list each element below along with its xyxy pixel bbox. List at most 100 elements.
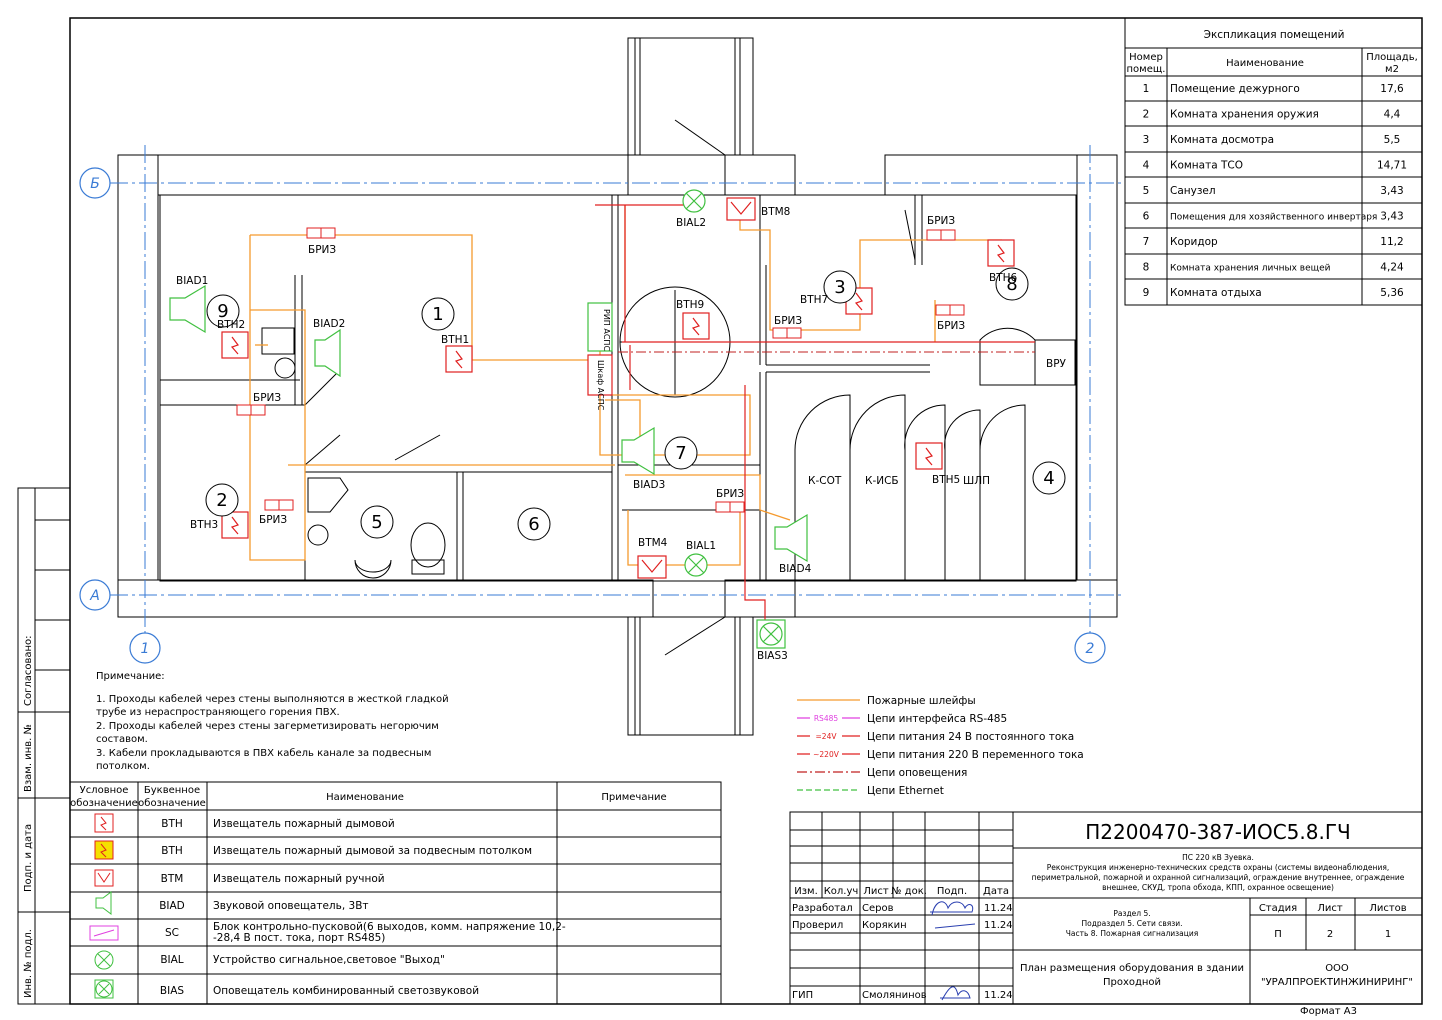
smoke-detector-btn5 bbox=[915, 442, 943, 470]
doc-code: П2200470-387-ИОС5.8.ГЧ bbox=[1085, 820, 1350, 844]
legend-tag-bg bbox=[810, 730, 842, 740]
explication-row-area: 3,43 bbox=[1380, 211, 1403, 223]
symtab-row-name: Извещатель пожарный ручной bbox=[213, 873, 385, 885]
signature-koryakin bbox=[934, 923, 976, 929]
label-vru: ВРУ bbox=[1046, 358, 1067, 370]
explication-table bbox=[1124, 17, 1423, 306]
explication-row-name: Комната ТСО bbox=[1170, 160, 1243, 172]
title-block bbox=[789, 811, 1423, 1005]
label-briz-3: БРИЗ bbox=[259, 514, 287, 526]
label-biad4: BIAD4 bbox=[779, 563, 812, 575]
legend-tag: =24V bbox=[816, 732, 838, 741]
stage-value: П bbox=[1274, 929, 1282, 940]
explication-row-number: 4 bbox=[1143, 160, 1150, 172]
rip-power-supply bbox=[587, 302, 613, 352]
note-3b: потолком. bbox=[96, 761, 150, 772]
symtab-row-code: BIAD bbox=[159, 900, 185, 912]
symtab-col-symbol-2: обозначение bbox=[70, 798, 138, 809]
smoke-detectors bbox=[221, 239, 1015, 539]
col-list: Лист bbox=[863, 886, 889, 897]
label-rip: РИП АСПС bbox=[602, 309, 611, 351]
signatures bbox=[930, 901, 976, 1001]
section-1: Раздел 5. bbox=[1113, 909, 1150, 918]
col-podp: Подп. bbox=[937, 886, 967, 897]
explication-col-number: Номер bbox=[1129, 52, 1163, 63]
object-line-3: периметральной, пожарной и охранной сигн… bbox=[1032, 873, 1405, 882]
legend-label: Цепи оповещения bbox=[867, 767, 967, 779]
explication-row-name: Коридор bbox=[1170, 236, 1218, 248]
note-1b: трубе из нераспространяющего горения ПВХ… bbox=[96, 707, 340, 718]
symtab-row-code: BTM bbox=[161, 873, 184, 885]
room-9-number: 9 bbox=[217, 301, 228, 322]
room-8-number: 8 bbox=[1006, 274, 1017, 295]
label-btm8: BTM8 bbox=[761, 206, 790, 218]
axis-bubbles bbox=[79, 167, 1106, 664]
legend-tag-bg bbox=[810, 748, 842, 758]
smoke-detector-btn6 bbox=[987, 239, 1015, 267]
date-2: 11.24 bbox=[984, 920, 1013, 931]
legend-label: Цепи Ethernet bbox=[867, 785, 944, 797]
title-block-text: П2200470-387-ИОС5.8.ГЧ ПС 220 кВ Зуевка.… bbox=[792, 820, 1413, 1017]
label-bial1: BIAL1 bbox=[686, 540, 716, 552]
symtab-smoke-ceiling-icon bbox=[94, 840, 114, 860]
side-inv: Инв. № подл. bbox=[23, 929, 34, 998]
legend-label: Цепи питания 24 В постоянного тока bbox=[867, 731, 1074, 743]
symtab-row-code: BTH bbox=[161, 845, 183, 857]
aps-cabinet bbox=[587, 354, 613, 396]
explication-row-area: 4,24 bbox=[1380, 262, 1404, 274]
label-btn2: BTH2 bbox=[217, 319, 245, 331]
col-doc: № док. bbox=[891, 886, 927, 897]
axis-1-label: 1 bbox=[141, 641, 150, 657]
explication-row-number: 8 bbox=[1143, 262, 1150, 274]
room-4-number: 4 bbox=[1043, 468, 1054, 489]
room-2-number: 2 bbox=[216, 490, 227, 511]
explication-row-name: Комната отдыха bbox=[1170, 287, 1262, 299]
explication-row-area: 5,5 bbox=[1384, 134, 1401, 146]
symtab-row-name: Блок контрольно-пусковой(6 выходов, комм… bbox=[213, 921, 566, 933]
symtab-row-code: SC bbox=[165, 927, 179, 939]
notes-block: Примечание: 1. Проходы кабелей через сте… bbox=[96, 671, 449, 772]
symtab-row-code: BIAL bbox=[160, 954, 183, 966]
explication-row-number: 5 bbox=[1143, 185, 1150, 197]
room-6-number: 6 bbox=[528, 514, 539, 535]
briz-isolators bbox=[236, 227, 965, 513]
explication-row-area: 4,4 bbox=[1384, 109, 1401, 121]
power-and-alarm-cables bbox=[595, 204, 1035, 630]
symtab-sounder-icon bbox=[95, 891, 112, 915]
legend-tag-bg bbox=[810, 712, 842, 722]
section-2: Подраздел 5. Сети связи. bbox=[1081, 919, 1182, 928]
sanitary-fixtures bbox=[261, 327, 446, 579]
symtab-row-name-2: -28,4 В пост. тока, порт RS485) bbox=[213, 932, 385, 944]
axis-2-label: 2 bbox=[1086, 641, 1095, 657]
explication-col-name: Наименование bbox=[1226, 58, 1304, 69]
legend-tag: ~220V bbox=[813, 750, 840, 759]
explication-row-number: 1 bbox=[1143, 83, 1150, 95]
inner-walls bbox=[159, 194, 1077, 582]
label-briz-2: БРИЗ bbox=[253, 392, 281, 404]
org-2: "УРАЛПРОЕКТИНЖИНИРИНГ" bbox=[1261, 977, 1413, 988]
legend-label: Пожарные шлейфы bbox=[867, 695, 976, 707]
date-1: 11.24 bbox=[984, 903, 1013, 914]
note-1a: 1. Проходы кабелей через стены выполняют… bbox=[96, 694, 449, 705]
label-shkaf: Шкаф АСПС bbox=[596, 360, 605, 411]
role-3: ГИП bbox=[792, 990, 813, 1001]
explication-row-name: Санузел bbox=[1170, 185, 1216, 197]
symtab-col-symbol: Условное bbox=[80, 785, 129, 796]
symtab-manual-icon bbox=[94, 869, 114, 887]
label-bial2: BIAL2 bbox=[676, 217, 706, 229]
person-3: Смолянинов bbox=[862, 990, 927, 1001]
side-stamp-text: Согласовано: Взам. инв. № Подп. и дата И… bbox=[23, 635, 34, 998]
label-briz-5: БРИЗ bbox=[937, 320, 965, 332]
building-walls bbox=[117, 154, 1118, 618]
axis-a-label: А bbox=[89, 588, 100, 604]
explication-col-area: Площадь, bbox=[1366, 52, 1418, 63]
explication-row-number: 7 bbox=[1143, 236, 1150, 248]
symtab-col-note: Примечание bbox=[601, 792, 666, 803]
explication-row-name: Комната хранения личных вещей bbox=[1170, 264, 1331, 274]
explication-col-area-2: м2 bbox=[1385, 64, 1399, 75]
symbol-table bbox=[69, 781, 722, 1005]
explication-row-name: Комната досмотра bbox=[1170, 134, 1274, 146]
explication-row-number: 9 bbox=[1143, 287, 1150, 299]
sheet-header: Лист bbox=[1317, 903, 1343, 914]
